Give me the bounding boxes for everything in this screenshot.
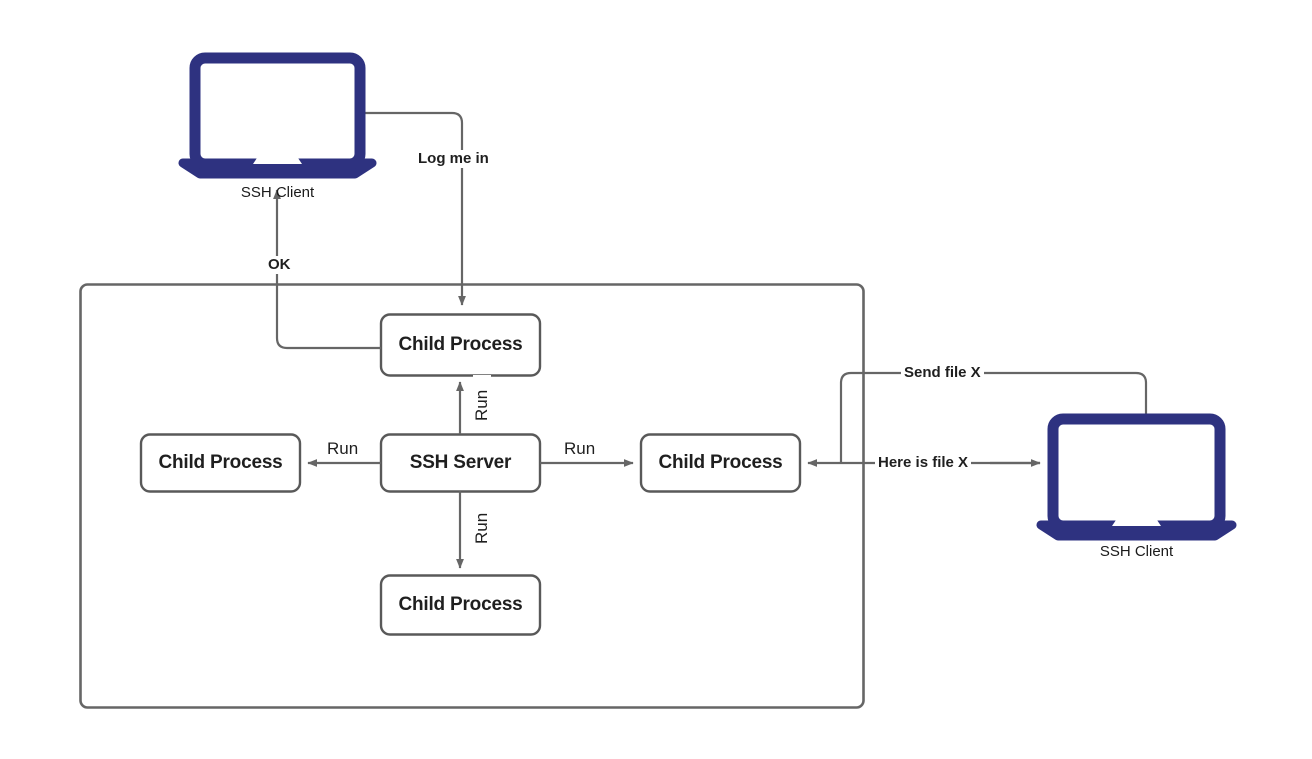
node-box-ssh-server[interactable] (379, 433, 542, 493)
edge-label-ok: OK (265, 256, 294, 274)
edge-send-file-x (839, 371, 1148, 463)
laptop-caption-ssh-client-right: SSH Client (1099, 543, 1174, 560)
node-box-child-right[interactable] (639, 433, 802, 493)
edge-label-run-left: Run (324, 440, 362, 458)
laptop-caption-ssh-client-top: SSH Client (240, 184, 315, 201)
edge-label-run-up: Run (472, 375, 491, 423)
edge-log-me-in (357, 111, 466, 306)
ssh-server-host-boundary (79, 283, 865, 709)
node-box-child-bottom[interactable] (379, 574, 542, 636)
node-box-child-left[interactable] (139, 433, 302, 493)
edge-label-here-is-file-x: Here is file X (875, 454, 972, 472)
edge-label-run-down: Run (472, 498, 491, 546)
edge-ok (273, 189, 381, 350)
edge-label-log-me-in: Log me in (415, 150, 492, 168)
node-box-child-top[interactable] (379, 313, 542, 377)
edge-label-send-file-x: Send file X (901, 364, 984, 382)
edge-label-run-right: Run (561, 440, 599, 458)
laptop-icon-ssh-client-top[interactable] (178, 52, 377, 179)
laptop-icon-ssh-client-right[interactable] (1036, 413, 1237, 541)
